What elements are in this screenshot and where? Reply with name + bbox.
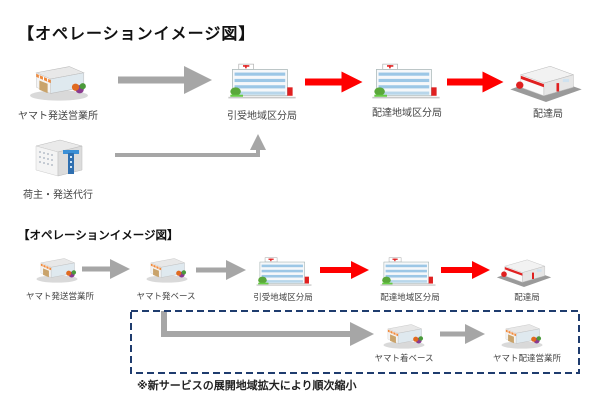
post-office-icon: [495, 255, 553, 287]
node-label-shipper-agent: 荷主・発送代行: [23, 190, 93, 201]
node-label-pickup-district-office-bottom: 引受地域区分局: [253, 293, 313, 303]
store-icon: [35, 252, 79, 284]
store-icon: [145, 252, 189, 284]
post-building-icon: [228, 62, 296, 100]
node-label-delivery-district-office-bottom: 配達地域区分局: [380, 293, 440, 303]
node-label-yamato-delivery-office: ヤマト配達営業所: [492, 354, 562, 364]
diagram-title-bottom: 【オペレーションイメージ図】: [18, 228, 179, 242]
arrow-shipper-to-pickup-district: [115, 134, 266, 157]
node-label-pickup-district-office: 引受地域区分局: [227, 111, 297, 122]
warehouse-icon: [30, 136, 86, 180]
node-label-delivery-district-office: 配達地域区分局: [372, 108, 442, 119]
arrow-origin-base-to-destination-base: [161, 311, 374, 346]
store-icon: [500, 318, 544, 350]
store-icon: [28, 58, 90, 102]
post-building-icon: [372, 62, 440, 100]
node-label-yamato-origin-base: ヤマト発ベース: [136, 292, 196, 302]
new-service-dashed-group: [130, 310, 580, 374]
post-building-icon: [256, 256, 312, 287]
node-label-yamato-sender-office: ヤマト発送営業所: [18, 111, 98, 122]
node-label-delivery-office: 配達局: [533, 109, 563, 120]
node-label-delivery-office-bottom: 配達局: [514, 293, 540, 303]
store-icon: [382, 318, 426, 350]
node-label-yamato-sender-office-bottom: ヤマト発送営業所: [25, 292, 95, 302]
node-label-yamato-destination-base: ヤマト着ベース: [374, 354, 434, 364]
post-office-icon: [508, 60, 584, 102]
post-building-icon: [380, 256, 436, 287]
footnote: ※新サービスの展開地域拡大により順次縮小: [137, 379, 357, 392]
diagram-title-top: 【オペレーションイメージ図】: [18, 24, 256, 43]
